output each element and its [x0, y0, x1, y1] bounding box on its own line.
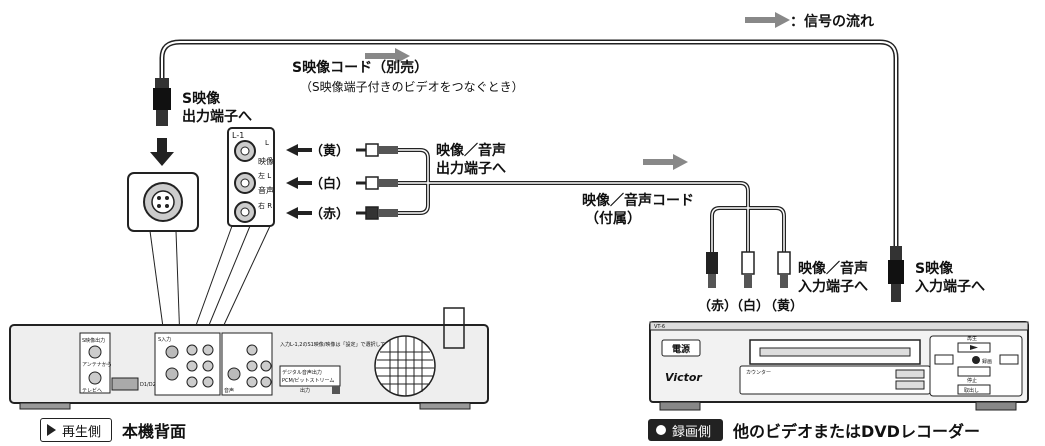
jack-panel-audio: 音声 [258, 185, 274, 195]
caption-left: 再生側 本機背面 [40, 418, 186, 442]
left-arrow-icon [286, 177, 312, 189]
s-input-label-1: S映像 [915, 260, 954, 277]
player-back-caption: 本機背面 [122, 422, 187, 441]
plug-color-red-bottom: （赤） [698, 298, 737, 314]
record-side-label: 録画側 [672, 424, 712, 440]
s-input-label-2: 入力端子へ [915, 278, 985, 295]
signal-flow-arrow-icon [745, 12, 790, 28]
rca-plug-white [356, 176, 398, 190]
recorder-play-label: 再生 [967, 335, 977, 342]
down-arrow-icon [150, 138, 174, 166]
s-video-cord-title: S映像コード（別売） [292, 59, 428, 76]
s-video-cord-note: （S映像端子付きのビデオをつなぐとき） [300, 79, 524, 94]
recorder-eject-label: 取出し [964, 387, 979, 394]
recorder-caption: 他のビデオまたはDVDレコーダー [733, 422, 980, 441]
caption-right: 録画側 他のビデオまたはDVDレコーダー [648, 418, 980, 442]
s-video-jack-zoom [127, 172, 199, 232]
av-input-label-1: 映像／音声 [798, 260, 868, 277]
av-jack-panel-zoom: L-1 映像 左 L 音声 右 R L [227, 127, 275, 227]
player-fixed-out-label: 出力 [300, 387, 310, 394]
rca-plug-red [356, 206, 398, 220]
plug-color-red: （赤） [310, 206, 349, 222]
signal-flow-legend: ：信号の流れ [745, 12, 874, 30]
player-back-panel: S映像出力 アンテナから テレビへ D1/D2 映像出力 S入力 音声 入力L-… [9, 307, 489, 410]
player-optical-label: デジタル音声出力 [282, 369, 322, 376]
av-output-label-1: 映像／音声 [436, 142, 506, 159]
plug-color-white-bottom: （白） [730, 298, 769, 314]
rca-plug-red-bottom [706, 252, 718, 288]
s-video-plug-left [153, 78, 171, 126]
av-cord-label-2: （付属） [585, 210, 641, 227]
signal-flow-arrow-icon [365, 48, 410, 64]
s-output-label-2: 出力端子へ [182, 108, 252, 125]
recorder-power-label: 電源 [672, 343, 690, 355]
signal-flow-arrow-icon [643, 154, 688, 170]
plug-color-white: （白） [310, 176, 349, 192]
av-input-label-2: 入力端子へ [798, 278, 868, 295]
plug-color-yellow: （黄） [310, 143, 349, 159]
player-s-in-label: S入力 [158, 336, 171, 343]
av-cord-label-1: 映像／音声コード [582, 192, 694, 209]
play-triangle-icon [47, 424, 56, 436]
left-arrow-icon [286, 144, 312, 156]
record-side-badge: 録画側 [648, 419, 724, 441]
s-video-plug-right [888, 246, 904, 302]
player-antenna-label: アンテナから [82, 361, 112, 368]
playback-side-badge: 再生側 [40, 418, 113, 442]
playback-side-label: 再生側 [62, 424, 102, 440]
player-input-note: 入力L-1,2のS1映像/映像は「設定」で選択してください [280, 341, 405, 348]
recorder-front: VT-6 電源 Victor カウンター 再生 録画 停止 取出し [649, 321, 1029, 411]
player-to-tv-label: テレビへ [82, 387, 102, 394]
jack-panel-video: 映像 [258, 156, 274, 166]
recorder-brand: Victor [665, 371, 702, 384]
jack-panel-left: 左 L [258, 171, 271, 180]
s-output-label-1: S映像 [182, 90, 221, 107]
rca-plug-white-bottom [741, 251, 755, 288]
legend-text: ：信号の流れ [790, 13, 874, 30]
player-s-out-label: S映像出力 [82, 337, 105, 344]
jack-panel-id: L-1 [232, 131, 244, 140]
recorder-stop-label: 停止 [967, 377, 977, 384]
player-pcm-label: PCM/ビットストリーム [282, 377, 334, 384]
recorder-rec-label: 録画 [982, 358, 992, 365]
recorder-counter-label: カウンター [746, 369, 771, 376]
rca-plug-yellow-bottom [777, 251, 791, 288]
rca-plug-yellow [356, 143, 398, 157]
player-audio-out-label: 音声 [224, 387, 234, 394]
av-output-label-2: 出力端子へ [436, 160, 506, 177]
left-arrow-icon [286, 207, 312, 219]
recorder-model-label: VT-6 [654, 324, 665, 330]
jack-panel-side-l: L [265, 139, 269, 147]
plug-color-yellow-bottom: （黄） [764, 298, 803, 314]
jack-panel-right: 右 R [258, 201, 272, 210]
record-dot-icon [656, 425, 666, 435]
